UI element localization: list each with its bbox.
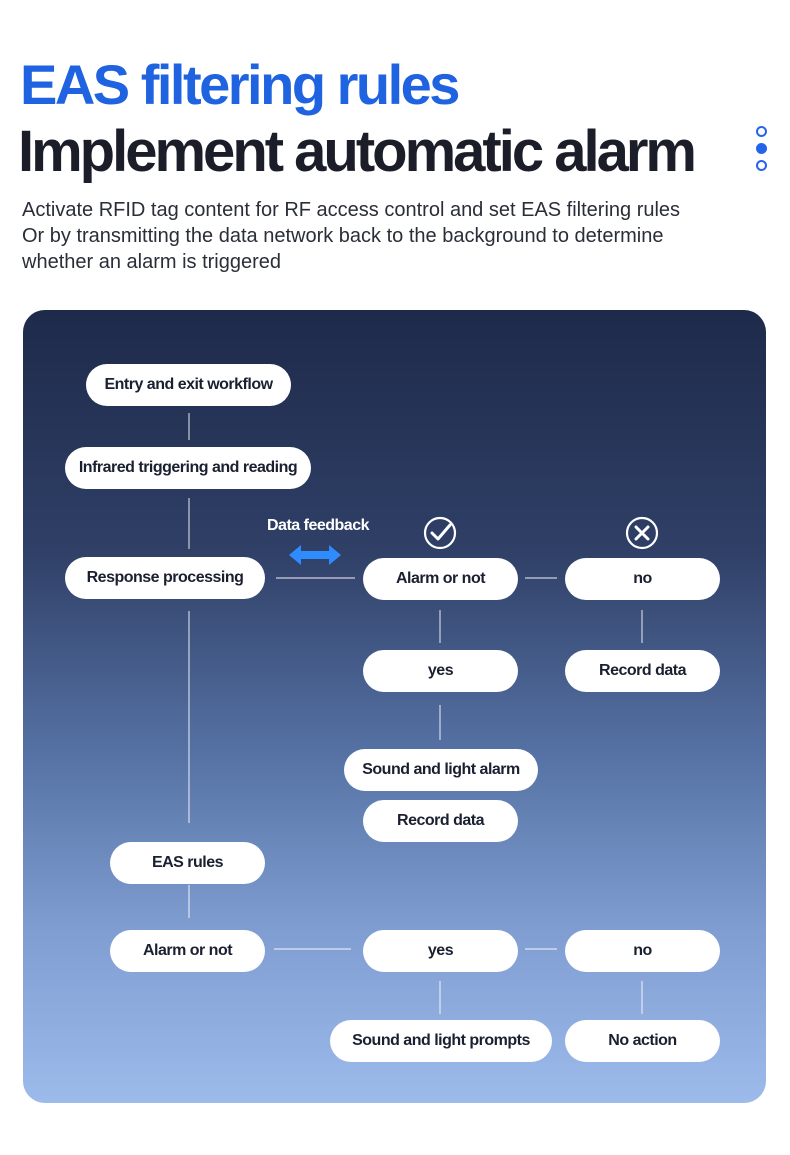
description-line: whether an alarm is triggered	[22, 251, 282, 273]
page-subtitle-heading: Implement automatic alarm	[18, 119, 697, 184]
node-sound-light-alarm: Sound and light alarm	[344, 749, 538, 791]
node-entry-exit-workflow: Entry and exit workflow	[86, 364, 291, 406]
node-record-data: Record data	[565, 650, 720, 692]
connector-lines	[188, 413, 643, 1014]
flowchart-panel: Entry and exit workflow Infrared trigger…	[23, 310, 766, 1103]
pagination-dots	[756, 126, 767, 177]
cross-circle-icon	[625, 516, 659, 550]
description-line: Or by transmitting the data network back…	[22, 225, 664, 247]
data-feedback-label: Data feedback	[267, 517, 370, 534]
node-no-action: No action	[565, 1020, 720, 1062]
description-line: Activate RFID tag content for RF access …	[22, 199, 681, 221]
node-yes: yes	[363, 650, 518, 692]
node-no: no	[565, 930, 720, 972]
description: Activate RFID tag content for RF access …	[22, 197, 702, 275]
double-arrow-icon	[289, 545, 341, 565]
node-no: no	[565, 558, 720, 600]
pagination-dot[interactable]	[756, 126, 767, 137]
node-alarm-or-not: Alarm or not	[110, 930, 265, 972]
pagination-dot[interactable]	[756, 160, 767, 171]
node-sound-light-prompts: Sound and light prompts	[330, 1020, 552, 1062]
check-circle-icon	[423, 516, 457, 550]
page-title: EAS filtering rules	[20, 53, 460, 116]
node-record-data: Record data	[363, 800, 518, 842]
node-infrared-triggering: Infrared triggering and reading	[65, 447, 311, 489]
node-alarm-or-not: Alarm or not	[363, 558, 518, 600]
pagination-dot-active[interactable]	[756, 143, 767, 154]
node-eas-rules: EAS rules	[110, 842, 265, 884]
node-response-processing: Response processing	[65, 557, 265, 599]
node-yes: yes	[363, 930, 518, 972]
